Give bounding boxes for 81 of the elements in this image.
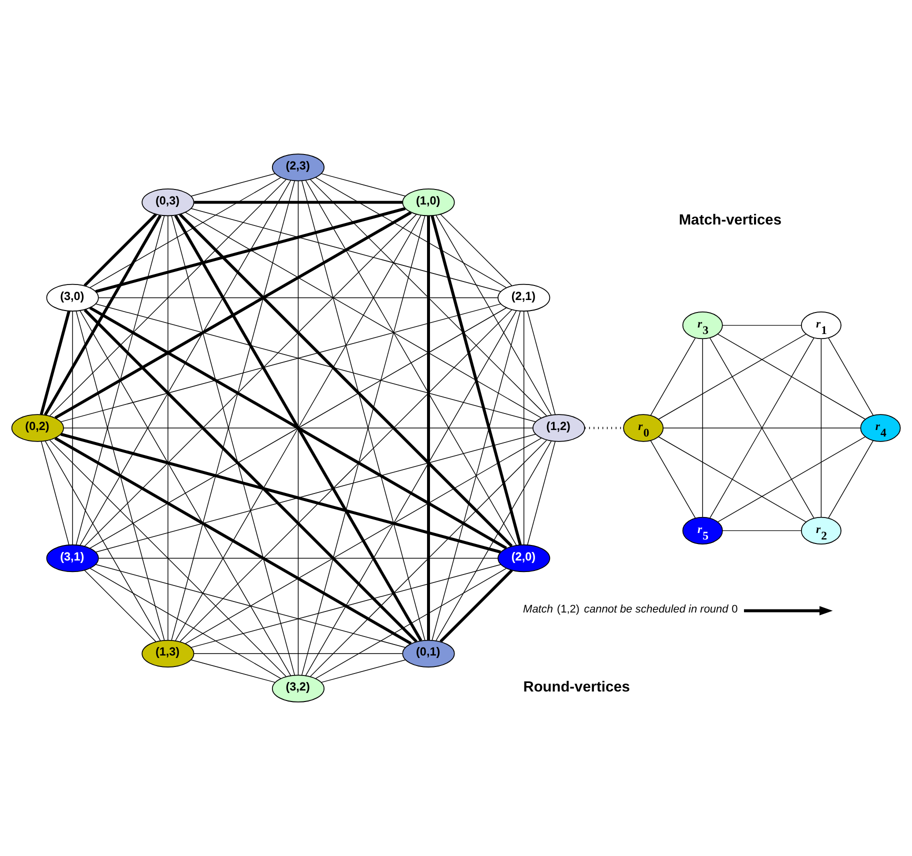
node-ellipse: (1,0) xyxy=(402,188,455,216)
connector xyxy=(432,310,521,640)
connector xyxy=(98,558,498,559)
connector xyxy=(828,338,874,416)
connector xyxy=(717,334,866,420)
connector xyxy=(49,440,286,677)
connector xyxy=(95,564,406,648)
connector xyxy=(658,334,806,420)
connector xyxy=(76,216,165,546)
connector xyxy=(185,438,542,644)
connector xyxy=(84,214,417,547)
connector xyxy=(650,440,696,518)
connector xyxy=(95,207,406,293)
connector xyxy=(305,180,517,546)
connector xyxy=(95,434,536,552)
connector xyxy=(60,432,501,554)
connector xyxy=(436,215,552,416)
connector xyxy=(828,440,874,518)
node-ellipse: (3,2) xyxy=(272,674,324,702)
connector xyxy=(310,179,547,416)
connector xyxy=(190,659,276,683)
connector xyxy=(76,310,165,640)
node-ellipse: (0,2) xyxy=(11,414,64,442)
connector xyxy=(194,200,403,204)
arrow xyxy=(744,606,833,616)
connector xyxy=(190,564,502,648)
connector xyxy=(310,440,547,677)
connector xyxy=(40,310,70,415)
node-ellipse: (1,2) xyxy=(532,414,586,442)
connector xyxy=(650,338,696,416)
connector xyxy=(185,212,542,418)
connector xyxy=(658,436,806,522)
connector xyxy=(190,208,501,292)
node-ellipse: (1,3) xyxy=(142,640,194,668)
connector xyxy=(722,530,802,532)
node-text: Match (1,2) cannot be scheduled in round 0 xyxy=(523,604,738,616)
label: Match-vertices xyxy=(678,212,782,229)
connector xyxy=(178,213,513,548)
connector xyxy=(305,310,517,676)
connector xyxy=(40,441,70,546)
connector xyxy=(90,177,281,288)
connector xyxy=(298,180,299,676)
connector xyxy=(80,310,292,676)
connector xyxy=(84,308,418,643)
connector xyxy=(710,338,814,518)
connector xyxy=(527,441,556,546)
connector xyxy=(430,215,522,546)
node-ellipse: (2,3) xyxy=(272,154,324,182)
connector xyxy=(321,659,406,683)
connector xyxy=(54,436,412,645)
connector xyxy=(321,173,406,197)
connector xyxy=(315,568,507,679)
connector xyxy=(820,338,822,518)
node-ellipse: (2,1) xyxy=(498,284,550,312)
label: Round-vertices xyxy=(523,679,630,696)
node-ellipse: (0,1) xyxy=(402,640,455,668)
connector xyxy=(527,310,556,415)
connector xyxy=(84,570,156,642)
connector xyxy=(717,436,866,522)
connector xyxy=(722,324,802,326)
connector xyxy=(315,177,507,288)
connector xyxy=(427,216,430,640)
connector xyxy=(72,310,73,545)
connector xyxy=(440,214,512,286)
connector xyxy=(180,309,512,642)
connector xyxy=(190,173,276,196)
connector xyxy=(50,179,286,416)
node-ellipse: (3,1) xyxy=(46,544,99,572)
node-ellipse: (2,0) xyxy=(498,544,550,572)
connector xyxy=(440,569,513,643)
connector xyxy=(54,211,412,420)
connector xyxy=(98,297,498,298)
connector xyxy=(80,180,292,546)
connector xyxy=(194,653,403,654)
node-ellipse: (0,3) xyxy=(142,188,194,216)
node-ellipse: (3,0) xyxy=(46,284,99,312)
connector xyxy=(702,338,703,518)
connector xyxy=(44,214,162,416)
connector xyxy=(84,213,157,287)
connector xyxy=(90,568,282,679)
connector xyxy=(584,426,624,430)
